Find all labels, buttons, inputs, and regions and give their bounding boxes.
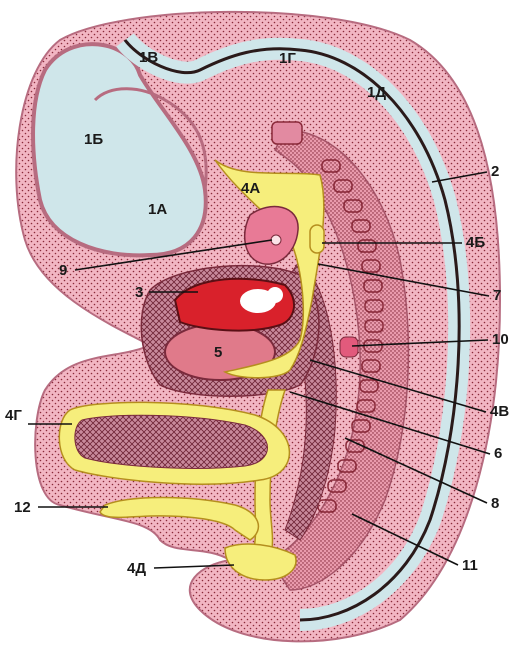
label-9: 9 — [59, 262, 67, 279]
label-1A: 1А — [148, 201, 167, 218]
label-1V: 1В — [139, 49, 158, 66]
stomodeum-dot — [271, 235, 281, 245]
label-6: 6 — [494, 445, 502, 462]
label-4V: 4В — [490, 403, 509, 420]
label-4B: 4Б — [466, 234, 485, 251]
label-7: 7 — [493, 287, 501, 304]
label-5: 5 — [214, 344, 222, 361]
label-11: 11 — [462, 557, 478, 574]
label-10: 10 — [492, 331, 509, 348]
label-3: 3 — [135, 284, 143, 301]
heart-3 — [175, 279, 294, 331]
pharyngeal-pouch-4B — [310, 225, 324, 253]
heart-highlight-small — [267, 287, 283, 303]
first-somite — [272, 122, 302, 144]
label-12: 12 — [14, 499, 31, 516]
label-1G: 1Г — [279, 50, 296, 67]
label-4A: 4А — [241, 180, 260, 197]
yolk-stalk-inner — [75, 415, 268, 468]
label-1D: 1Д — [367, 84, 386, 101]
label-4D: 4Д — [127, 560, 146, 577]
structure-10 — [340, 337, 358, 357]
label-8: 8 — [491, 495, 499, 512]
label-1B: 1Б — [84, 131, 103, 148]
label-4G: 4Г — [5, 407, 22, 424]
label-2: 2 — [491, 163, 499, 180]
